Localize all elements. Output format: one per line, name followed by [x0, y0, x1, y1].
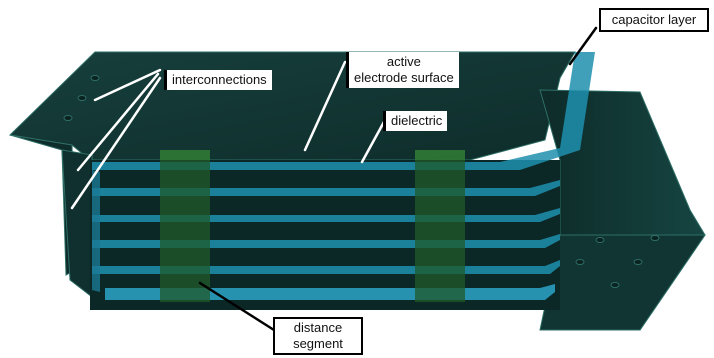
capacitor-layer-label: capacitor layer [599, 8, 709, 32]
leader-capacitor-layer [568, 26, 598, 66]
interconnections-label: interconnections [164, 70, 272, 90]
top-cover-plate [8, 51, 576, 161]
leader-interconnections-2 [76, 72, 160, 172]
mounting-holes [63, 75, 660, 288]
leader-distance-segment [198, 281, 276, 332]
distance-segments [160, 150, 465, 302]
right-flange [539, 234, 706, 331]
distance-segment-line1: distance [293, 320, 343, 335]
distance-segment-line2: segment [293, 336, 343, 351]
active-electrode-line2: electrode surface [354, 70, 454, 85]
leader-dielectric [360, 118, 387, 164]
leader-interconnections-1 [93, 68, 162, 102]
leader-active-electrode [303, 60, 347, 152]
dielectric-label: dielectric [383, 111, 448, 131]
distance-segment-label: distance segment [273, 317, 363, 355]
active-electrode-surface-label: active electrode surface [346, 52, 459, 88]
leader-interconnections-3 [70, 76, 162, 210]
leader-lines [70, 26, 598, 332]
active-electrode-line1: active [386, 54, 421, 69]
